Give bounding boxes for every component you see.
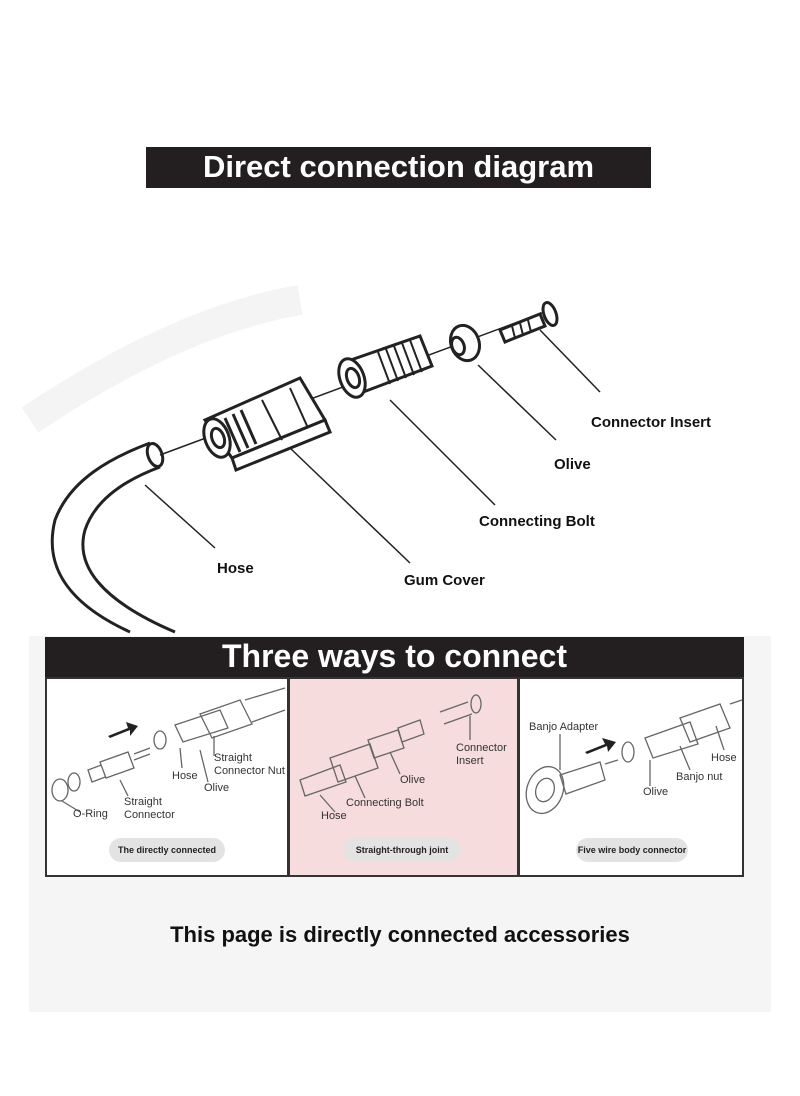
- arrow-icon: [108, 722, 138, 738]
- diagram-title: Direct connection diagram: [146, 147, 651, 188]
- caption-five-wire: Five wire body connector: [576, 838, 688, 862]
- p1-label-o-ring: O-Ring: [73, 808, 108, 820]
- gum-cover-part: [202, 376, 332, 472]
- p1-label-olive: Olive: [204, 782, 230, 794]
- caption-straight-through: Straight-through joint: [343, 838, 461, 862]
- p3-label-olive: Olive: [643, 786, 669, 798]
- p3-label-banjo-adapter: Banjo Adapter: [529, 721, 599, 733]
- label-gum-cover: Gum Cover: [404, 572, 485, 589]
- arrow-icon: [585, 738, 616, 754]
- p2-label-olive: Olive: [400, 774, 426, 786]
- p2-label-hose: Hose: [321, 810, 347, 822]
- p2-label-connecting-bolt: Connecting Bolt: [346, 797, 424, 809]
- panel2-drawing: [299, 694, 482, 813]
- panel3-drawing: [525, 699, 743, 815]
- leader-lines: [144, 329, 601, 564]
- label-hose: Hose: [217, 560, 254, 577]
- hose-tube: [50, 441, 176, 634]
- label-connecting-bolt: Connecting Bolt: [479, 513, 595, 530]
- olive-part: [448, 323, 482, 363]
- p1-label-straight-connector-nut: Straight Connector Nut: [214, 752, 285, 777]
- p3-label-hose: Hose: [711, 752, 737, 764]
- connecting-bolt-part: [337, 334, 434, 399]
- p3-label-banjo-nut: Banjo nut: [676, 771, 723, 783]
- label-olive: Olive: [554, 456, 591, 473]
- panel1-drawing: [51, 687, 286, 813]
- connector-insert-part: [498, 301, 559, 344]
- p1-label-straight-connector: Straight Connector: [124, 796, 175, 821]
- footer-note: This page is directly connected accessor…: [170, 922, 630, 947]
- caption-direct: The directly connected: [109, 838, 225, 862]
- p1-label-hose: Hose: [172, 770, 198, 782]
- section-title: Three ways to connect: [45, 637, 744, 677]
- p2-label-connector-insert: Connector Insert: [456, 742, 507, 767]
- label-connector-insert: Connector Insert: [591, 414, 712, 431]
